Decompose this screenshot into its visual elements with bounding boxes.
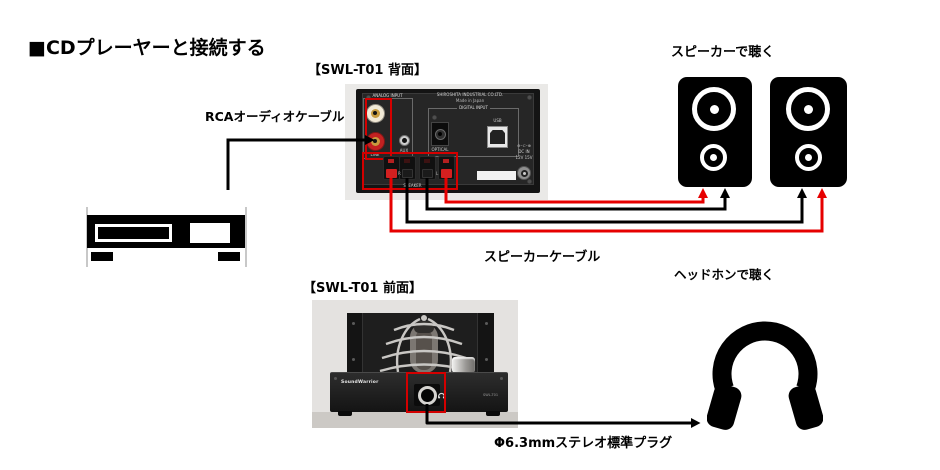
cd-player-edge-right <box>245 207 247 267</box>
screw-icon <box>527 95 532 100</box>
terminal-lever <box>421 169 433 178</box>
woofer-dot <box>803 104 813 114</box>
line-label: LINE <box>370 151 380 157</box>
amp-foot <box>486 411 500 416</box>
label-front-panel: 【SWL-T01 前面】 <box>303 281 422 296</box>
dc-volt-label: 12V 15V <box>515 155 533 160</box>
label-rear-panel: 【SWL-T01 背面】 <box>308 63 427 78</box>
screw-icon <box>352 358 355 361</box>
page-title: ■CDプレーヤーと接続する <box>28 37 266 59</box>
cd-player-foot <box>218 252 240 261</box>
speaker-terminal-black-l <box>418 156 436 180</box>
screw-icon <box>334 377 337 380</box>
arrowhead-right <box>691 418 701 428</box>
cd-player-display <box>190 223 230 243</box>
rca-jack-red-hole <box>373 139 377 143</box>
arrowhead-up <box>698 188 708 198</box>
terminal-lever <box>440 169 452 178</box>
optical-port-hole <box>438 132 442 136</box>
rear-brand-line2: Made in Japan <box>455 98 485 103</box>
rca-jack-white-hole <box>373 111 377 115</box>
terminal-cap <box>404 158 410 163</box>
screw-icon <box>485 358 488 361</box>
r-channel-label: R <box>398 171 401 176</box>
amp-side-plate-right <box>477 313 494 372</box>
terminal-cap <box>443 158 449 163</box>
cage-top-knot <box>421 315 427 321</box>
cd-player-tray <box>95 224 172 242</box>
terminal-lever <box>385 169 397 178</box>
dc-jack-pin <box>522 171 526 175</box>
swl-t01-rear-photo: SHIROSHITA INDUSTRIAL CO.LTD. Made in Ja… <box>345 84 548 200</box>
label-rca-cable: RCAオーディオケーブル <box>205 109 345 124</box>
optical-label: OPTICAL <box>431 147 449 152</box>
digital-input-label: DIGITAL INPUT <box>457 104 490 110</box>
swl-t01-front-photo: SoundWarrior SWL-T01 <box>312 300 518 428</box>
volume-knob-icon <box>452 357 475 373</box>
amp-side-plate-left <box>347 313 363 372</box>
arrowhead-up <box>817 188 827 198</box>
analog-input-label: ANALOG INPUT <box>372 93 403 98</box>
speaker-terminal-highlight <box>362 152 458 190</box>
model-label: SWL-T01 <box>483 393 499 397</box>
aux-label: AUX <box>399 148 409 153</box>
terminal-lever <box>401 169 413 178</box>
dc-polarity-icon: ⊖–⊂–⊕ <box>516 143 532 148</box>
l-channel-label: L <box>436 171 439 176</box>
dc-in-label: DC IN <box>518 149 530 154</box>
ear-pad-right <box>788 384 823 430</box>
aux-jack-hole <box>401 137 407 143</box>
screw-icon <box>431 114 437 120</box>
speaker-terminal-black-r <box>398 156 416 180</box>
speaker-right-icon <box>770 77 847 187</box>
vacuum-tube-cage-icon <box>379 315 469 373</box>
rear-brand-line1: SHIROSHITA INDUSTRIAL CO.LTD. <box>436 92 504 97</box>
usb-label: USB <box>493 118 502 123</box>
woofer-dot <box>709 104 719 114</box>
arrowhead-up <box>720 188 730 198</box>
screw-icon <box>485 322 488 325</box>
ear-pad-left <box>707 384 742 430</box>
tweeter-dot <box>709 153 717 161</box>
label-listen-speakers: スピーカーで聴く <box>671 45 775 60</box>
screw-icon <box>500 377 503 380</box>
headband <box>712 321 818 392</box>
headphone-jack-icon <box>417 385 437 405</box>
line-input-highlight <box>365 98 392 160</box>
amp-foot <box>338 411 352 416</box>
headphones-icon <box>707 321 823 430</box>
label-63mm-plug: Φ6.3mmステレオ標準プラグ <box>494 436 673 451</box>
label-listen-headphones: ヘッドホンで聴く <box>674 267 775 282</box>
speaker-left-icon <box>678 77 752 187</box>
tube-cage-bars <box>379 317 469 373</box>
cd-player-icon <box>85 205 247 268</box>
terminal-cap <box>424 158 430 163</box>
terminal-cap <box>388 158 394 163</box>
label-speaker-cable: スピーカーケーブル <box>484 250 601 265</box>
brand-logo: SoundWarrior <box>341 380 379 385</box>
screw-icon <box>366 95 371 100</box>
arrowhead-up <box>797 188 807 198</box>
screw-icon <box>352 322 355 325</box>
tweeter-dot <box>804 153 812 161</box>
cd-player-foot <box>91 252 113 261</box>
screw-icon <box>527 179 532 184</box>
sticker <box>477 171 516 180</box>
usb-port-hole <box>490 130 505 144</box>
headphone-jack-highlight <box>406 372 446 413</box>
cd-player-edge-left <box>86 207 88 267</box>
